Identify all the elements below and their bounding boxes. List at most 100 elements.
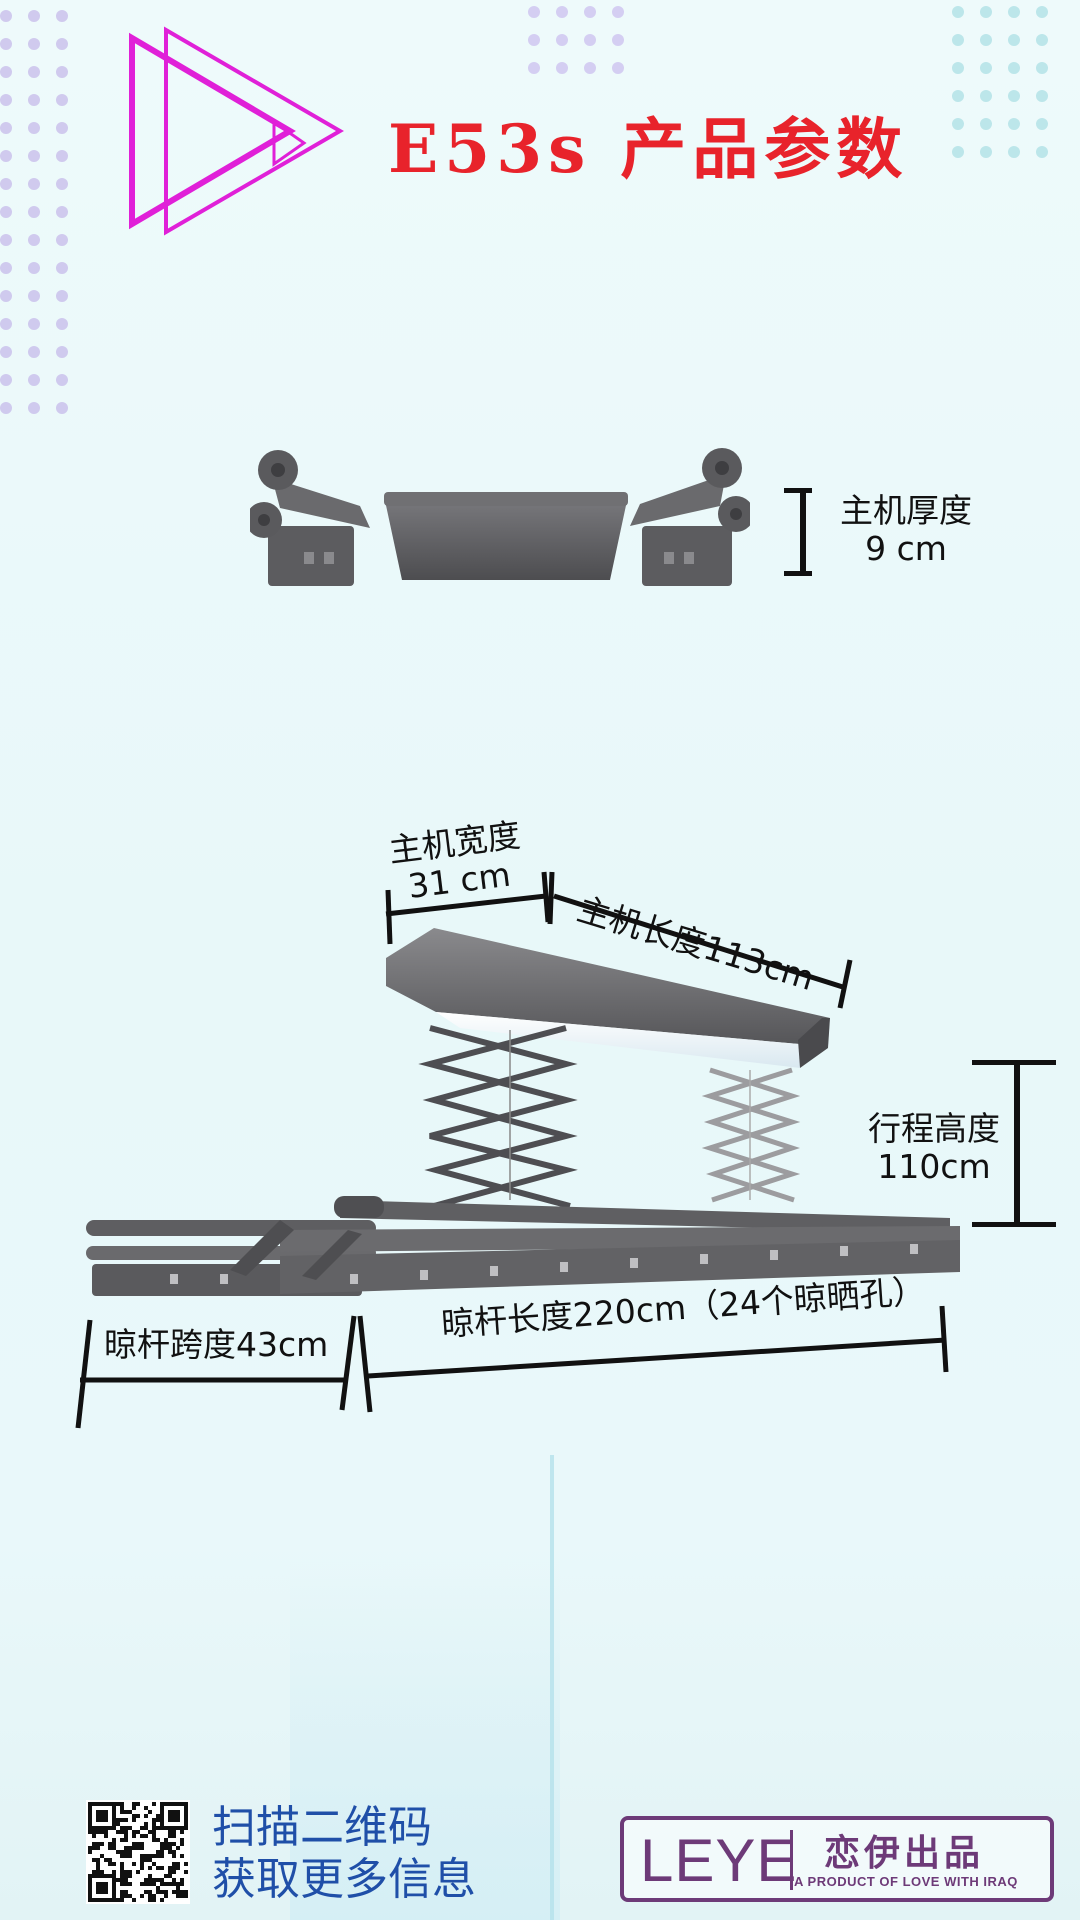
- qr-caption: 扫描二维码 获取更多信息: [212, 1802, 476, 1906]
- page-title: E53s 产品参数: [388, 110, 909, 188]
- decorative-dot: [56, 318, 68, 330]
- travel-dimension-line: [1014, 1062, 1020, 1226]
- decorative-dot: [0, 94, 12, 106]
- travel-label-text: 行程高度: [868, 1109, 1000, 1148]
- thickness-dimension-line: [800, 490, 806, 574]
- decorative-dot: [0, 178, 12, 190]
- decorative-dot: [28, 206, 40, 218]
- decorative-dot: [0, 290, 12, 302]
- decorative-dot: [0, 346, 12, 358]
- travel-label: 行程高度 110cm: [864, 1110, 1004, 1186]
- decorative-dot: [56, 122, 68, 134]
- decorative-dot: [56, 10, 68, 22]
- travel-dimension-cap-top: [972, 1060, 1056, 1065]
- qr-caption-line1: 扫描二维码: [212, 1802, 432, 1853]
- decorative-dot: [556, 62, 568, 74]
- decorative-dot: [0, 122, 12, 134]
- background-glass-edge: [550, 1455, 554, 1920]
- decorative-dot: [56, 234, 68, 246]
- decorative-dot: [1008, 6, 1020, 18]
- decorative-dot: [980, 90, 992, 102]
- brand-logo-leye: LEYE: [640, 1827, 798, 1894]
- decorative-dot: [612, 34, 624, 46]
- decorative-dot: [952, 6, 964, 18]
- decorative-dot: [952, 62, 964, 74]
- decorative-dot: [1008, 118, 1020, 130]
- brand-logo-chinese: 恋伊出品: [824, 1833, 985, 1874]
- decorative-dot: [0, 318, 12, 330]
- decorative-dot: [1008, 34, 1020, 46]
- decorative-dot: [980, 62, 992, 74]
- decorative-dot: [612, 6, 624, 18]
- qr-caption-line2: 获取更多信息: [212, 1854, 476, 1905]
- decorative-dot: [0, 234, 12, 246]
- decorative-dot: [1008, 62, 1020, 74]
- decorative-dot: [56, 150, 68, 162]
- decorative-dot: [28, 262, 40, 274]
- decorative-dot: [28, 402, 40, 414]
- travel-value: 110cm: [877, 1146, 991, 1186]
- thickness-value: 9 cm: [865, 528, 947, 568]
- background-glass-decoration: [290, 1560, 560, 1920]
- decorative-dot: [1036, 90, 1048, 102]
- decorative-dot: [28, 318, 40, 330]
- decorative-dot: [952, 118, 964, 130]
- decorative-dot: [56, 402, 68, 414]
- brand-logo-divider: [790, 1830, 793, 1890]
- qr-code-icon: [86, 1800, 190, 1904]
- decorative-dot: [1036, 118, 1048, 130]
- decorative-dot: [28, 234, 40, 246]
- decorative-dot: [584, 6, 596, 18]
- decorative-dot: [56, 262, 68, 274]
- decorative-dot: [28, 10, 40, 22]
- decorative-dot: [980, 118, 992, 130]
- decorative-dot: [0, 38, 12, 50]
- decorative-dot: [56, 94, 68, 106]
- decorative-dot: [980, 6, 992, 18]
- decorative-dot: [0, 402, 12, 414]
- decorative-dot: [584, 62, 596, 74]
- decorative-dot: [1008, 90, 1020, 102]
- decorative-dot: [56, 374, 68, 386]
- decorative-dot: [528, 62, 540, 74]
- brand-logo: LEYE 恋伊出品 A PRODUCT OF LOVE WITH IRAQ: [620, 1816, 1054, 1902]
- decorative-dot: [28, 94, 40, 106]
- decorative-dot: [56, 290, 68, 302]
- pole-span-label: 晾杆跨度43cm: [104, 1325, 329, 1364]
- travel-dimension-cap-bottom: [972, 1222, 1056, 1227]
- decorative-dot: [56, 346, 68, 358]
- decorative-dot: [584, 34, 596, 46]
- decorative-dot: [1036, 6, 1048, 18]
- decorative-dot: [0, 262, 12, 274]
- decorative-dot: [980, 146, 992, 158]
- decorative-dot: [28, 178, 40, 190]
- decorative-dot: [952, 146, 964, 158]
- pole-dimension-lines: [75, 1305, 949, 1429]
- decorative-dot: [952, 34, 964, 46]
- decorative-dot: [0, 66, 12, 78]
- decorative-dot: [952, 90, 964, 102]
- decorative-dot: [1008, 146, 1020, 158]
- host-unit-image: [250, 448, 750, 586]
- decorative-dot: [28, 346, 40, 358]
- width-dimension-line: [385, 871, 853, 1009]
- decorative-dot: [980, 34, 992, 46]
- thickness-dimension-cap-top: [784, 488, 812, 493]
- decorative-dot: [28, 66, 40, 78]
- decorative-dot: [556, 34, 568, 46]
- play-triangle-icon: [129, 26, 344, 236]
- decorative-dot: [0, 374, 12, 386]
- decorative-dot: [56, 38, 68, 50]
- decorative-dot: [612, 62, 624, 74]
- decorative-dot: [528, 34, 540, 46]
- decorative-dot: [28, 122, 40, 134]
- drying-rack-image: [86, 928, 960, 1296]
- decorative-dot: [28, 374, 40, 386]
- decorative-dot: [28, 38, 40, 50]
- thickness-dimension-cap-bottom: [784, 571, 812, 576]
- decorative-dot: [0, 150, 12, 162]
- decorative-dot: [56, 66, 68, 78]
- decorative-dot: [56, 206, 68, 218]
- decorative-dot: [28, 150, 40, 162]
- decorative-dot: [28, 290, 40, 302]
